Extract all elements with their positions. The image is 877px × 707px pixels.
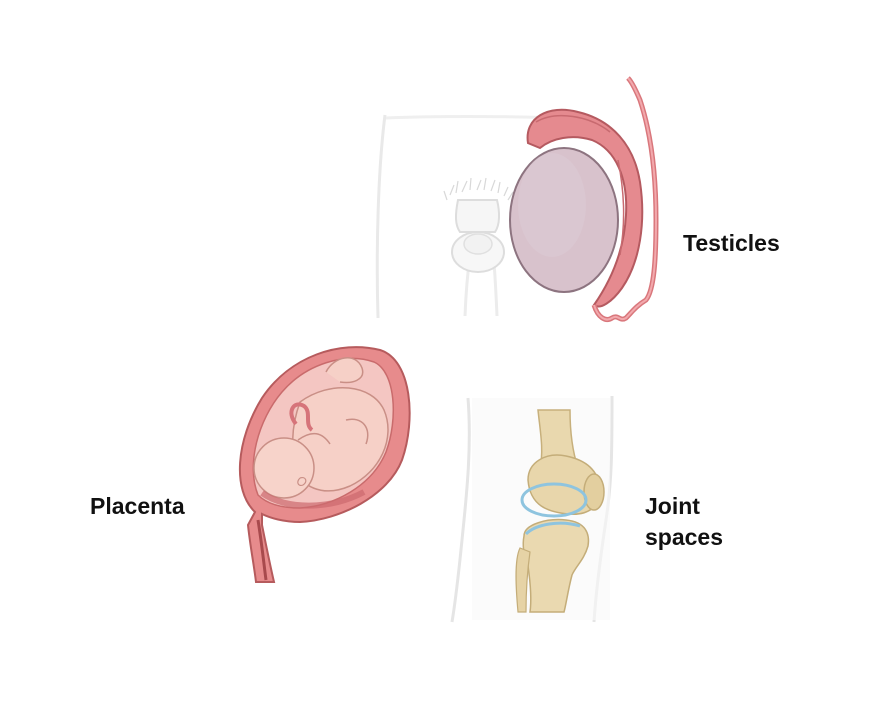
label-joint-spaces-line2: spaces: [645, 524, 724, 550]
label-joint-spaces-line1: Joint: [645, 493, 700, 519]
uterus-fetus-illustration-icon: [238, 346, 411, 583]
knee-joint-illustration-icon: [450, 395, 614, 623]
label-joint-spaces: Joint spaces: [645, 491, 723, 553]
label-testicles: Testicles: [683, 230, 780, 256]
testis-illustration-icon: [375, 76, 659, 322]
label-placenta: Placenta: [90, 493, 185, 519]
